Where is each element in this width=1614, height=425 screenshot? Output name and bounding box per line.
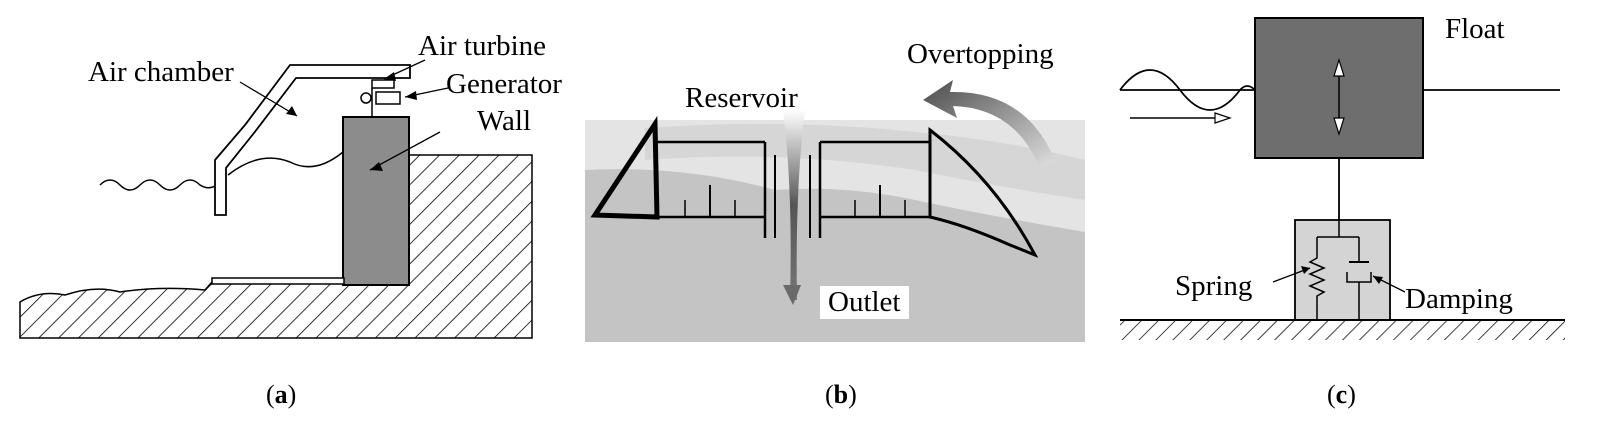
outlet-arrowhead	[783, 285, 801, 305]
generator-label: Generator	[446, 68, 562, 100]
air-turbine-label: Air turbine	[418, 30, 547, 62]
floor-plate	[211, 277, 345, 285]
right-ramp	[928, 126, 1039, 258]
spring	[1308, 237, 1326, 320]
reservoir-label: Reservoir	[685, 82, 798, 114]
outlet-label: Outlet	[820, 286, 909, 319]
float-label: Float	[1445, 13, 1505, 45]
wall-label: Wall	[477, 105, 532, 137]
left-ramp	[590, 115, 660, 220]
inner-wave	[227, 151, 344, 176]
overtopping-label: Overtopping	[907, 38, 1054, 70]
panel-a-owc-diagram: Air chamber Air turbine Generator Wall (…	[0, 0, 562, 425]
panel-b-overtopping-diagram: Reservoir Overtopping Outlet (b)	[585, 0, 1105, 425]
chamber-structure	[214, 64, 411, 216]
ground-hatched	[1120, 320, 1565, 340]
point-absorber-illustration	[1119, 17, 1565, 340]
owc-illustration	[19, 59, 533, 339]
panel-c-point-absorber-diagram: Float Spring Damping (c)	[1105, 0, 1605, 425]
caption-b: (b)	[825, 380, 857, 409]
generator-box	[375, 91, 401, 105]
outlet-jet	[783, 110, 805, 300]
pto-housing	[1294, 219, 1391, 321]
air-turbine-box	[371, 79, 395, 89]
wall-body	[342, 116, 410, 286]
spring-label: Spring	[1175, 270, 1253, 302]
incident-wave	[1119, 69, 1256, 111]
caption-a: (a)	[266, 380, 297, 409]
seabed-hatched	[19, 154, 533, 339]
outer-wave	[99, 179, 216, 191]
overtopping-arrow	[923, 80, 1055, 168]
caption-c: (c)	[1327, 380, 1356, 409]
air-chamber-label: Air chamber	[88, 56, 234, 88]
damping-label: Damping	[1405, 283, 1513, 315]
